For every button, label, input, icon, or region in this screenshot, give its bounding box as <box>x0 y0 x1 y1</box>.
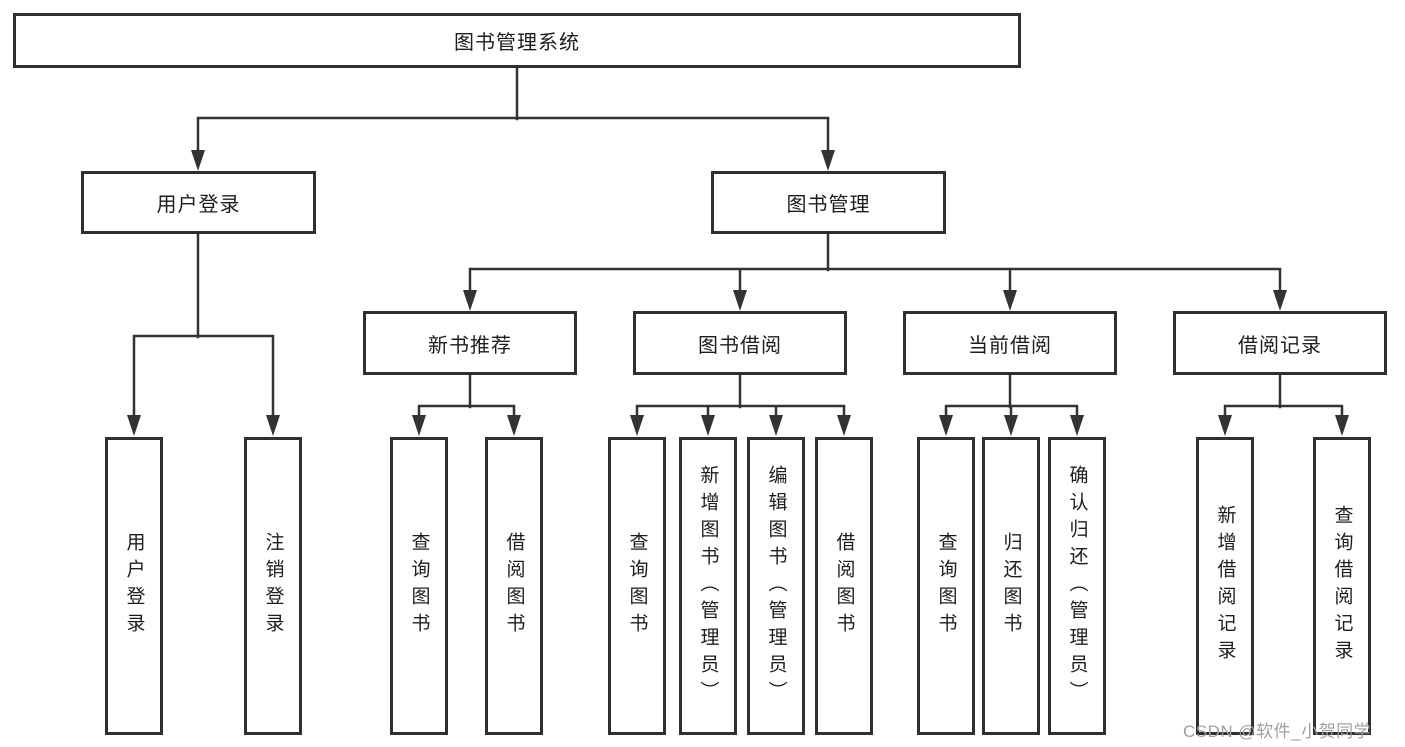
leaf-logout: 注销登录 <box>244 437 302 735</box>
node-user-login-label: 用户登录 <box>156 194 241 216</box>
csdn-watermark: CSDN @软件_小贺同学 <box>1183 722 1372 741</box>
node-new-book-recommend-label: 新书推荐 <box>428 334 512 357</box>
leaf-confirm-return-admin: 确认归还（管理员） <box>1048 437 1106 735</box>
leaf-logout-label: 注销登录 <box>262 532 284 640</box>
leaf-query-borrow-record: 查询借阅记录 <box>1313 437 1371 735</box>
leaf-query-books-borrowing-label: 查询图书 <box>626 532 648 640</box>
leaf-query-borrow-record-label: 查询借阅记录 <box>1331 505 1353 667</box>
leaf-add-book-admin: 新增图书（管理员） <box>679 437 737 735</box>
node-library-system: 图书管理系统 <box>13 13 1021 68</box>
leaf-add-borrow-record-label: 新增借阅记录 <box>1214 505 1236 667</box>
node-borrowing-records-label: 借阅记录 <box>1238 334 1322 357</box>
leaf-query-books-current: 查询图书 <box>917 437 975 735</box>
node-book-borrowing-label: 图书借阅 <box>698 334 782 357</box>
leaf-add-borrow-record: 新增借阅记录 <box>1196 437 1254 735</box>
node-current-borrowing-label: 当前借阅 <box>968 334 1052 357</box>
node-borrowing-records: 借阅记录 <box>1173 311 1387 375</box>
leaf-return-book-label: 归还图书 <box>1000 532 1022 640</box>
node-book-management: 图书管理 <box>711 171 946 234</box>
node-book-management-label: 图书管理 <box>786 194 871 216</box>
leaf-query-books-current-label: 查询图书 <box>935 532 957 640</box>
node-user-login: 用户登录 <box>81 171 316 234</box>
leaf-add-book-admin-label: 新增图书（管理员） <box>697 464 719 708</box>
node-new-book-recommend: 新书推荐 <box>363 311 577 375</box>
arrowheads <box>127 150 1349 436</box>
leaf-borrow-books-label: 借阅图书 <box>833 532 855 640</box>
leaf-query-books-recommend-label: 查询图书 <box>408 532 430 640</box>
node-library-system-label: 图书管理系统 <box>454 32 580 54</box>
node-book-borrowing: 图书借阅 <box>633 311 847 375</box>
leaf-return-book: 归还图书 <box>982 437 1040 735</box>
leaf-user-login-label: 用户登录 <box>123 532 145 640</box>
leaf-confirm-return-admin-label: 确认归还（管理员） <box>1066 464 1088 708</box>
leaf-query-books-recommend: 查询图书 <box>390 437 448 735</box>
leaf-borrow-books-recommend-label: 借阅图书 <box>503 532 525 640</box>
leaf-user-login: 用户登录 <box>105 437 163 735</box>
leaf-edit-book-admin-label: 编辑图书（管理员） <box>765 464 787 708</box>
leaf-borrow-books-recommend: 借阅图书 <box>485 437 543 735</box>
leaf-query-books-borrowing: 查询图书 <box>608 437 666 735</box>
leaf-edit-book-admin: 编辑图书（管理员） <box>747 437 805 735</box>
node-current-borrowing: 当前借阅 <box>903 311 1117 375</box>
leaf-borrow-books: 借阅图书 <box>815 437 873 735</box>
